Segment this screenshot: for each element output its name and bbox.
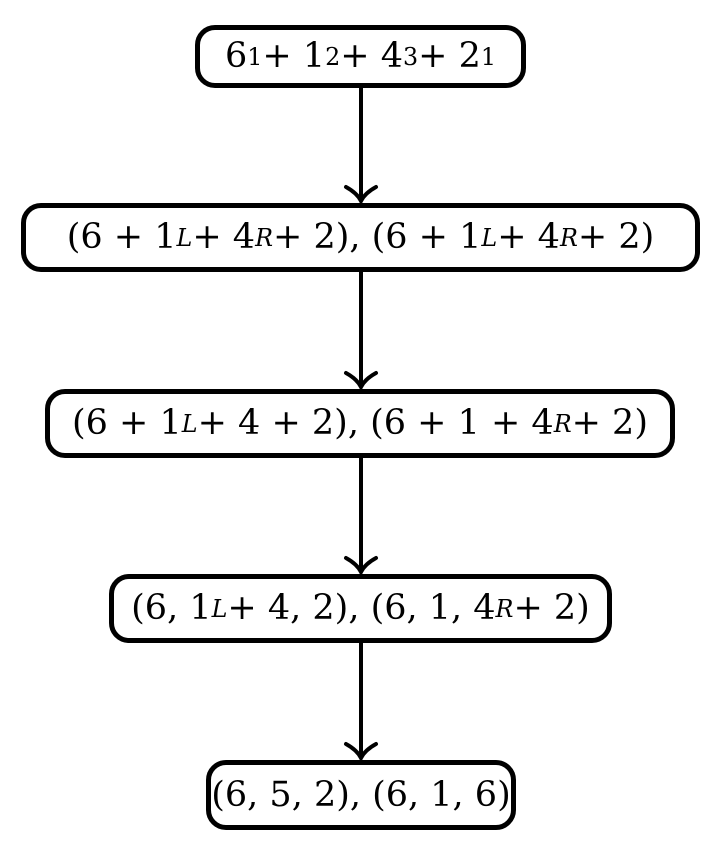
- node-text: 6: [224, 36, 248, 76]
- node-text: + 2): [577, 217, 655, 257]
- arrowhead-icon: [344, 185, 378, 206]
- node-text: + 4 + 2), (6 + 1 + 4: [197, 403, 554, 443]
- node-text: (6 + 1: [72, 403, 182, 443]
- node-text: + 4: [497, 217, 560, 257]
- node-text: + 1: [262, 36, 326, 76]
- node-text: + 4: [192, 217, 256, 257]
- arrowhead-icon: [344, 556, 378, 577]
- node-text: + 4: [340, 36, 403, 76]
- node-text: (6, 1: [131, 588, 212, 628]
- node-text: + 4, 2), (6, 1, 4: [227, 588, 496, 628]
- node-text: + 2), (6 + 1: [273, 217, 482, 257]
- node-text: + 2): [513, 588, 590, 628]
- node-text: (6, 5, 2), (6, 1, 6): [211, 774, 511, 815]
- node-text: + 2): [571, 403, 648, 443]
- arrowhead-icon: [344, 742, 378, 763]
- node-text: + 2: [418, 36, 481, 76]
- node-text: (6 + 1: [66, 217, 177, 257]
- node-5: (6, 5, 2), (6, 1, 6): [206, 760, 516, 830]
- arrowhead-icon: [344, 371, 378, 392]
